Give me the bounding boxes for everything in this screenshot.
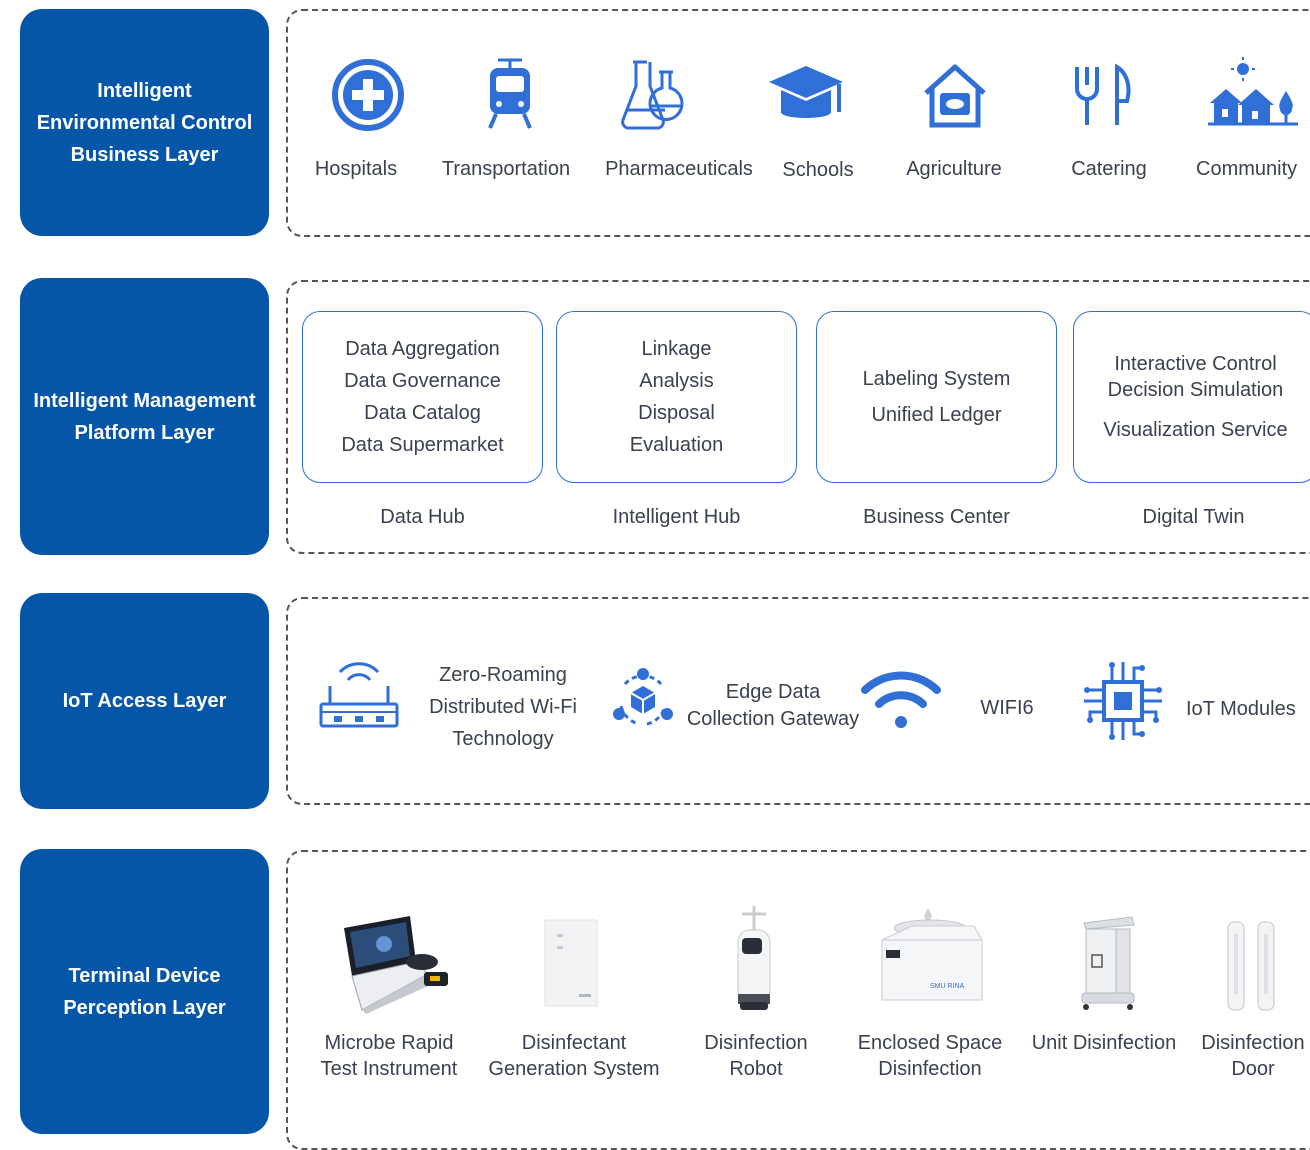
box-line: Evaluation bbox=[629, 434, 724, 456]
access-panel bbox=[286, 597, 1310, 805]
svg-text:SMU RINA: SMU RINA bbox=[930, 983, 965, 990]
access-item-edge-gateway: Edge Data Collection Gateway bbox=[686, 681, 860, 730]
business-item-hospitals: Hospitals bbox=[314, 158, 398, 180]
platform-caption-business-center: Business Center bbox=[863, 506, 1010, 528]
platform-box-intelligent-hub: Linkage Analysis Disposal Evaluation bbox=[556, 311, 797, 483]
box-line: Decision Simulation bbox=[1107, 379, 1284, 401]
platform-box-digital-twin: Interactive Control Decision Simulation … bbox=[1073, 311, 1310, 483]
device-label-enclosed-space: Enclosed Space Disinfection bbox=[857, 1032, 1003, 1080]
box-line: Unified Ledger bbox=[871, 404, 1002, 426]
business-item-community: Community bbox=[1196, 158, 1298, 180]
box-line: Data Supermarket bbox=[341, 434, 504, 456]
disinfection-robot-image bbox=[737, 906, 771, 1010]
business-item-agriculture: Agriculture bbox=[906, 158, 1002, 180]
layer-label-text: Terminal Device Perception Layer bbox=[63, 964, 226, 1019]
access-item-wifi6: WIFI6 bbox=[980, 697, 1034, 719]
platform-caption-data-hub: Data Hub bbox=[380, 506, 465, 528]
layer-label-business: Intelligent Environmental Control Busine… bbox=[20, 9, 269, 236]
disinfectant-generator-image bbox=[544, 919, 598, 1007]
business-panel bbox=[286, 9, 1310, 237]
layer-label-terminal: Terminal Device Perception Layer bbox=[20, 849, 269, 1134]
platform-box-business-center: Labeling System Unified Ledger bbox=[816, 311, 1057, 483]
business-item-transportation: Transportation bbox=[441, 158, 571, 180]
access-item-iot-modules: IoT Modules bbox=[1186, 698, 1296, 720]
layer-label-text: Intelligent Environmental Control Busine… bbox=[36, 79, 253, 166]
box-line: Disposal bbox=[638, 402, 715, 424]
access-item-wifi-roaming: Zero-Roaming Distributed Wi-Fi Technolog… bbox=[429, 664, 577, 750]
box-line: Labeling System bbox=[862, 368, 1011, 390]
community-houses-icon bbox=[1208, 57, 1298, 126]
layer-label-platform: Intelligent Management Platform Layer bbox=[20, 278, 269, 555]
platform-panel bbox=[286, 280, 1310, 554]
layer-label-text: Intelligent Management Platform Layer bbox=[33, 389, 256, 444]
device-label-disinfection-door: Disinfection Door bbox=[1201, 1032, 1305, 1080]
chip-icon bbox=[1084, 662, 1162, 740]
wifi-icon bbox=[861, 671, 941, 728]
router-icon bbox=[319, 662, 399, 728]
platform-box-data-hub: Data Aggregation Data Governance Data Ca… bbox=[302, 311, 543, 483]
device-label-unit-disinfection: Unit Disinfection bbox=[1031, 1032, 1177, 1054]
flask-icon bbox=[621, 60, 684, 130]
enclosed-space-disinfector-image: SMU RINA bbox=[881, 908, 983, 1001]
microbe-test-instrument-image bbox=[344, 916, 448, 1014]
business-item-schools: Schools bbox=[782, 159, 854, 181]
box-line: Visualization Service bbox=[1103, 419, 1288, 441]
business-item-catering: Catering bbox=[1071, 158, 1147, 180]
farm-house-icon bbox=[924, 64, 986, 128]
disinfection-door-image bbox=[1227, 921, 1275, 1011]
hospital-cross-icon bbox=[332, 59, 404, 131]
layer-label-access: IoT Access Layer bbox=[20, 593, 269, 809]
box-line: Data Governance bbox=[344, 370, 501, 392]
box-line: Data Aggregation bbox=[345, 338, 500, 360]
device-label-microbe-test: Microbe Rapid Test Instrument bbox=[320, 1032, 458, 1080]
graduation-cap-icon bbox=[769, 66, 843, 118]
box-line: Interactive Control bbox=[1114, 353, 1277, 375]
business-item-pharmaceuticals: Pharmaceuticals bbox=[605, 158, 753, 180]
box-line: Data Catalog bbox=[364, 402, 481, 424]
device-label-disinfectant-generation: Disinfectant Generation System bbox=[488, 1032, 660, 1080]
edge-gateway-icon bbox=[613, 668, 673, 726]
platform-caption-digital-twin: Digital Twin bbox=[1142, 506, 1245, 528]
platform-caption-intelligent-hub: Intelligent Hub bbox=[612, 506, 741, 528]
layer-label-text: IoT Access Layer bbox=[62, 690, 227, 712]
train-icon bbox=[488, 58, 532, 129]
device-label-disinfection-robot: Disinfection Robot bbox=[704, 1032, 808, 1080]
box-line: Analysis bbox=[639, 370, 714, 392]
unit-disinfection-image bbox=[1081, 916, 1135, 1010]
fork-knife-icon bbox=[1075, 63, 1131, 125]
box-line: Linkage bbox=[641, 338, 712, 360]
